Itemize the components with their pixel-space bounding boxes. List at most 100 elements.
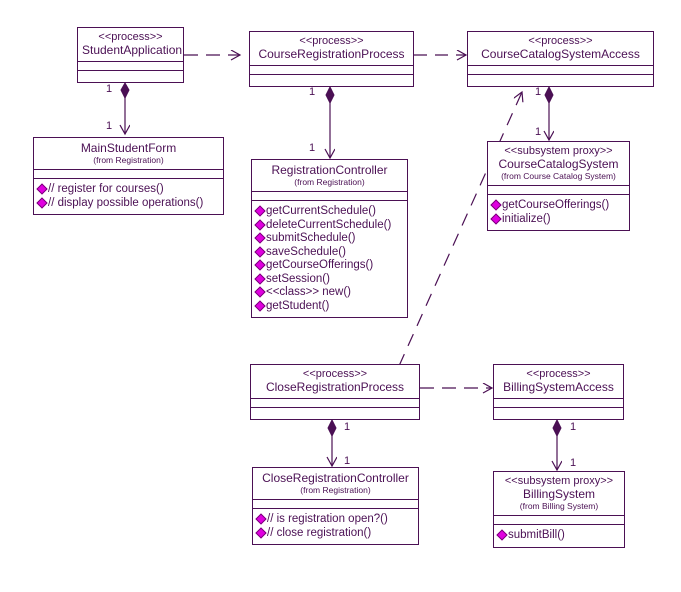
- multiplicity-label: 1: [570, 421, 577, 433]
- class-operations-compartment: [251, 408, 419, 419]
- class-attributes-compartment: [468, 66, 653, 75]
- class-operations-compartment: getCurrentSchedule() deleteCurrentSchedu…: [252, 201, 407, 317]
- visibility-diamond-icon: [254, 218, 266, 231]
- class-stereotype: <<process>>: [526, 368, 591, 380]
- class-operation: getStudent(): [254, 299, 405, 314]
- class-package: (from Course Catalog System): [501, 171, 616, 181]
- class-name: CourseRegistrationProcess: [258, 47, 405, 61]
- visibility-diamond-icon: [254, 245, 266, 258]
- class-name: CourseCatalogSystemAccess: [481, 47, 640, 61]
- visibility-diamond-icon: [254, 259, 266, 271]
- class-package: (from Registration): [300, 485, 371, 495]
- class-box-close-registration-controller[interactable]: CloseRegistrationController (from Regist…: [252, 467, 419, 545]
- class-operations-compartment: [78, 71, 183, 82]
- class-stereotype: <<process>>: [528, 35, 593, 47]
- class-header: <<process>> CloseRegistrationProcess: [251, 365, 419, 399]
- visibility-diamond-icon: [490, 199, 502, 211]
- class-box-billing-system-access[interactable]: <<process>> BillingSystemAccess: [493, 364, 624, 420]
- class-box-student-application[interactable]: <<process>> StudentApplication: [77, 27, 184, 83]
- class-attributes-compartment: [34, 170, 223, 179]
- class-attributes-compartment: [488, 186, 629, 195]
- class-stereotype: <<process>>: [302, 368, 368, 380]
- class-operations-compartment: [468, 75, 653, 86]
- class-name: BillingSystemAccess: [503, 380, 614, 394]
- class-name: MainStudentForm: [80, 141, 177, 155]
- class-operation: submitSchedule(): [254, 232, 405, 246]
- class-operations-compartment: getCourseOfferings() initialize(): [488, 195, 629, 230]
- class-name: BillingSystem: [522, 487, 596, 501]
- class-operation: // display possible operations(): [36, 196, 221, 211]
- composition-studentapplication-to-mainstudentform: [121, 81, 129, 134]
- class-package: (from Billing System): [519, 501, 599, 511]
- visibility-diamond-icon: [254, 205, 266, 217]
- class-header: <<process>> CourseRegistrationProcess: [250, 32, 413, 66]
- class-box-course-catalog-system-access[interactable]: <<process>> CourseCatalogSystemAccess: [467, 31, 654, 87]
- visibility-diamond-icon: [36, 183, 48, 195]
- class-operation: // is registration open?(): [255, 513, 416, 527]
- multiplicity-label: 1: [344, 455, 351, 467]
- class-operation: <<class>> new(): [254, 286, 405, 300]
- class-attributes-compartment: [250, 66, 413, 75]
- class-operation: submitBill(): [496, 529, 622, 543]
- multiplicity-label: 1: [535, 86, 542, 98]
- visibility-diamond-icon: [36, 196, 48, 209]
- class-attributes-compartment: [253, 500, 418, 509]
- class-package: (from Registration): [294, 177, 365, 187]
- class-stereotype: <<process>>: [299, 35, 364, 47]
- class-box-billing-system[interactable]: <<subsystem proxy>> BillingSystem (from …: [493, 471, 625, 548]
- multiplicity-label: 1: [106, 83, 113, 95]
- class-box-main-student-form[interactable]: MainStudentForm (from Registration) // r…: [33, 137, 224, 215]
- class-name: CloseRegistrationProcess: [265, 380, 405, 394]
- class-operation: // register for courses(): [36, 183, 221, 197]
- class-box-registration-controller[interactable]: RegistrationController (from Registratio…: [251, 159, 408, 318]
- class-header: RegistrationController (from Registratio…: [252, 160, 407, 192]
- class-attributes-compartment: [78, 62, 183, 71]
- class-operation: deleteCurrentSchedule(): [254, 218, 405, 233]
- class-operations-compartment: submitBill(): [494, 525, 624, 547]
- class-name: RegistrationController: [271, 163, 388, 177]
- multiplicity-label: 1: [309, 86, 316, 98]
- visibility-diamond-icon: [254, 286, 266, 298]
- class-operation: saveSchedule(): [254, 245, 405, 260]
- class-name: CourseCatalogSystem: [498, 157, 619, 171]
- class-attributes-compartment: [494, 399, 623, 408]
- visibility-diamond-icon: [255, 513, 267, 525]
- class-operations-compartment: [494, 408, 623, 419]
- visibility-diamond-icon: [254, 232, 266, 244]
- class-header: CloseRegistrationController (from Regist…: [253, 468, 418, 500]
- class-attributes-compartment: [494, 516, 624, 525]
- class-operations-compartment: [250, 75, 413, 86]
- class-header: <<subsystem proxy>> CourseCatalogSystem …: [488, 142, 629, 186]
- class-stereotype: <<subsystem proxy>>: [504, 475, 614, 487]
- class-header: <<subsystem proxy>> BillingSystem (from …: [494, 472, 624, 516]
- class-operation: // close registration(): [255, 526, 416, 541]
- visibility-diamond-icon: [254, 272, 266, 285]
- class-operation: getCourseOfferings(): [254, 259, 405, 273]
- visibility-diamond-icon: [490, 212, 502, 225]
- class-operations-compartment: // register for courses() // display pos…: [34, 179, 223, 214]
- multiplicity-label: 1: [344, 421, 351, 433]
- class-header: <<process>> StudentApplication: [78, 28, 183, 62]
- composition-closeregistrationprocess-to-closeregistrationcontroller: [328, 418, 336, 466]
- class-box-close-registration-process[interactable]: <<process>> CloseRegistrationProcess: [250, 364, 420, 420]
- class-stereotype: <<subsystem proxy>>: [504, 145, 613, 157]
- class-operation: getCourseOfferings(): [490, 199, 627, 213]
- class-box-course-catalog-system[interactable]: <<subsystem proxy>> CourseCatalogSystem …: [487, 141, 630, 231]
- multiplicity-label: 1: [309, 142, 316, 154]
- multiplicity-label: 1: [570, 457, 577, 469]
- class-name: CloseRegistrationController: [262, 471, 409, 485]
- class-header: MainStudentForm (from Registration): [34, 138, 223, 170]
- class-package: (from Registration): [93, 155, 164, 165]
- composition-coursecatalogsystemaccess-to-coursecatalogsystem: [545, 85, 553, 140]
- class-header: <<process>> BillingSystemAccess: [494, 365, 623, 399]
- class-operations-compartment: // is registration open?() // close regi…: [253, 509, 418, 544]
- class-header: <<process>> CourseCatalogSystemAccess: [468, 32, 653, 66]
- class-operation: setSession(): [254, 272, 405, 287]
- multiplicity-label: 1: [106, 120, 113, 132]
- class-operation: initialize(): [490, 212, 627, 227]
- class-box-course-registration-process[interactable]: <<process>> CourseRegistrationProcess: [249, 31, 414, 87]
- visibility-diamond-icon: [254, 299, 266, 312]
- class-attributes-compartment: [251, 399, 419, 408]
- visibility-diamond-icon: [255, 526, 267, 539]
